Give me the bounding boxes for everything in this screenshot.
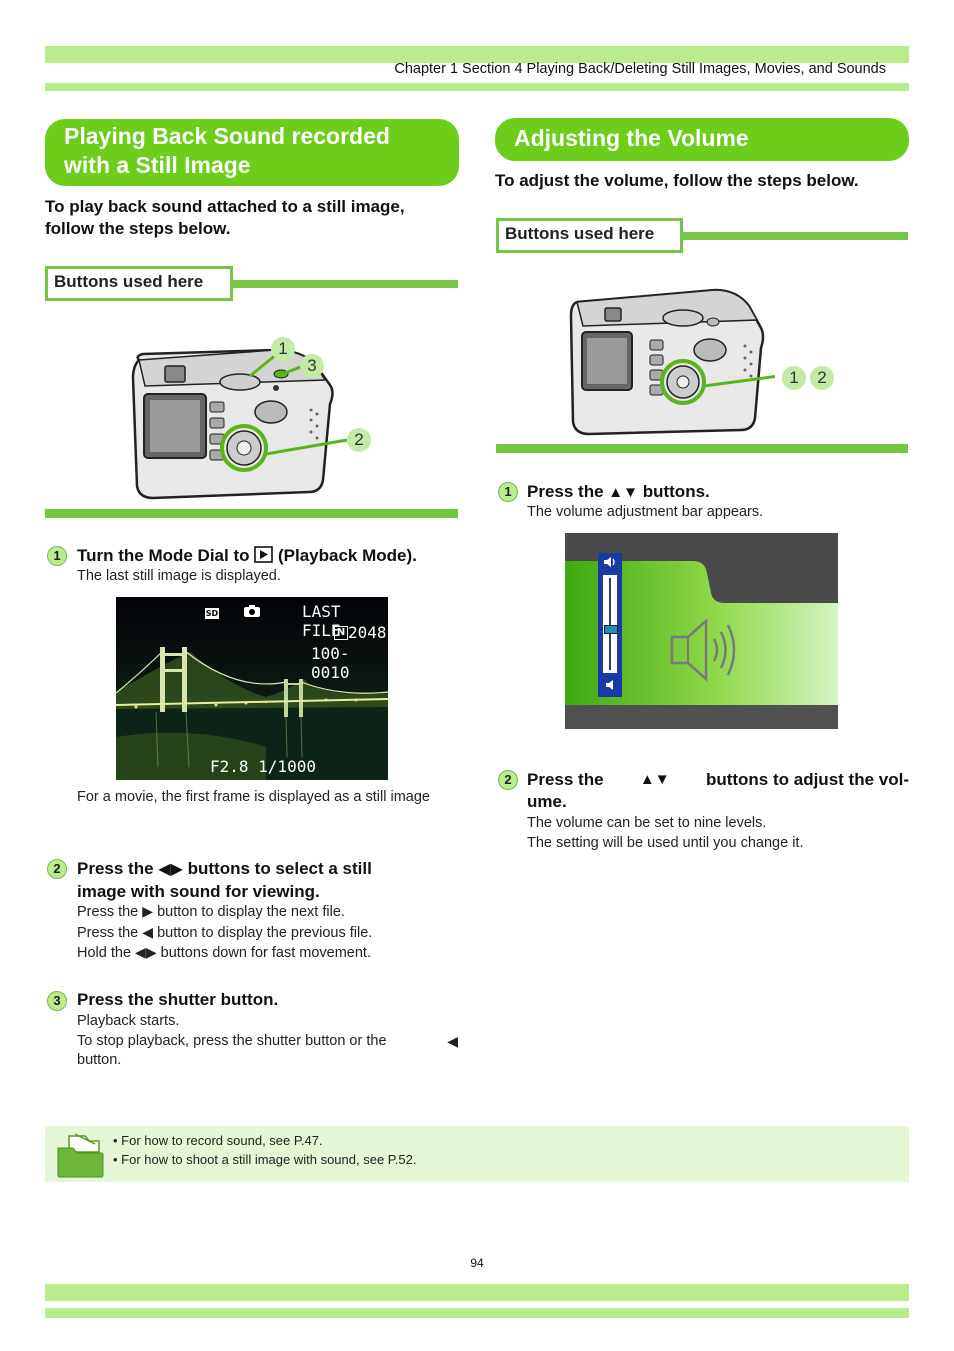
separator-rule (496, 444, 908, 453)
chapter-title: Chapter 1 Section 4 Playing Back/Deletin… (394, 61, 886, 77)
step-number: 3 (47, 991, 67, 1011)
text: To stop playback, press the shutter butt… (77, 1032, 437, 1052)
file-number: 100-0010 (311, 644, 350, 682)
volume-line (609, 578, 611, 670)
step-number: 2 (47, 859, 67, 879)
heading-line: Playing Back Sound recorded (64, 123, 390, 149)
footer-band-top (45, 1284, 909, 1301)
callout-number: 2 (347, 428, 371, 452)
quality-icon: N (334, 626, 348, 640)
step-title-text: buttons to adjust the vol- (705, 770, 909, 789)
text: The volume can be set to nine levels. (527, 815, 767, 831)
intro-line: To play back sound attached to a still i… (45, 197, 405, 216)
playback-mode-icon (254, 546, 274, 563)
camera-illustration (131, 348, 348, 500)
step-title-text: buttons. (642, 482, 710, 501)
text: buttons down for fast movement. (160, 945, 371, 961)
note-line: • For how to shoot a still image with so… (113, 1152, 417, 1167)
movie-note: For a movie, the first frame is displaye… (77, 789, 430, 805)
heading-line: with a Still Image (64, 152, 251, 178)
step-title-text: Press the (527, 482, 604, 501)
intro-line: follow the steps below. (45, 219, 231, 238)
step-title-text: Press the (527, 770, 604, 789)
left-arrow-icon: ◀ (142, 923, 154, 940)
speaker-low-icon (606, 680, 613, 690)
step-title-text: buttons to select a still (187, 859, 372, 878)
step-title: Press the ▲▼ buttons. (527, 481, 710, 504)
volume-slider-thumb[interactable] (604, 625, 618, 634)
camera-illustration (569, 288, 775, 436)
step-number: 2 (498, 770, 518, 790)
buttons-used-label: Buttons used here (45, 266, 233, 301)
volume-screen (565, 533, 838, 729)
text: The setting will be used until you chang… (527, 834, 804, 851)
section-heading-adjust-volume: Adjusting the Volume (495, 118, 909, 161)
step-title-text: image with sound for viewing. (77, 882, 320, 901)
sd-icon: SD (205, 608, 219, 619)
text: Press the (77, 904, 139, 920)
header-band-bottom (45, 83, 909, 91)
step-title: Turn the Mode Dial to (Playback Mode). (77, 545, 417, 567)
step-title: Press the ◀▶ buttons to select a still i… (77, 858, 458, 903)
step-title-text: (Playback Mode). (277, 546, 417, 565)
right-arrow-icon: ▶ (142, 903, 154, 919)
callout-number: 1 (782, 366, 806, 390)
buttons-used-label: Buttons used here (496, 218, 683, 253)
step-title: Press the shutter button. (77, 990, 279, 1009)
footer-band-bottom (45, 1308, 909, 1318)
left-arrow-icon: ◀ (447, 1032, 458, 1049)
step-number: 1 (498, 482, 518, 502)
left-right-arrows-icon: ◀▶ (135, 944, 157, 960)
section-heading-playback-sound: Playing Back Sound recorded with a Still… (45, 119, 459, 186)
folder-note-icon (57, 1133, 104, 1178)
step-text: The last still image is displayed. (77, 568, 281, 584)
step-title-text: Turn the Mode Dial to (77, 546, 250, 565)
intro-text: To adjust the volume, follow the steps b… (495, 171, 859, 190)
image-count: 2048 (348, 623, 387, 642)
note-line: • For how to record sound, see P.47. (113, 1133, 323, 1148)
step-title-text: Press the (77, 859, 154, 878)
buttons-rule (682, 232, 908, 240)
text: Press the (77, 924, 139, 941)
step-title-text: ume. (527, 792, 567, 811)
note-box (45, 1126, 909, 1182)
text: button. (77, 1052, 122, 1068)
step-text: The volume adjustment bar appears. (527, 504, 764, 520)
callout-number: 1 (271, 337, 295, 361)
header-band-top (45, 46, 909, 63)
page-number: 94 (470, 1256, 484, 1270)
left-right-arrows-icon: ◀▶ (158, 861, 183, 878)
step-text: The volume can be set to nine levels. Th… (527, 814, 803, 853)
text: button to display the next file. (157, 904, 345, 920)
camera-mode-icon (244, 605, 260, 617)
volume-bar[interactable] (598, 553, 622, 697)
callout-number: 3 (300, 354, 324, 378)
up-down-arrows-icon: ▲▼ (608, 484, 638, 501)
large-speaker-icon (670, 618, 736, 682)
speaker-icon (604, 557, 615, 567)
step-text: Playback starts. To stop playback, press… (77, 1012, 458, 1071)
up-down-arrows-icon: ▲▼ (639, 771, 670, 788)
exposure-readout: F2.8 1/1000 (210, 757, 316, 776)
step-text: Press the ▶ button to display the next f… (77, 902, 458, 964)
text: To stop playback, press the shutter butt… (77, 1032, 387, 1049)
step-title: Press the ▲▼ buttons to adjust the vol- … (527, 769, 909, 813)
playback-screen: SD LAST FILE N 2048 100-0010 F2.8 1/1000 (116, 597, 388, 780)
separator-rule (45, 509, 458, 518)
bridge-photo (116, 597, 388, 780)
text: button to display the previous file. (157, 924, 373, 941)
buttons-rule (232, 280, 458, 288)
callout-number: 2 (810, 366, 834, 390)
last-file-label: LAST FILE (302, 602, 341, 640)
intro-text: To play back sound attached to a still i… (45, 196, 459, 240)
step-number: 1 (47, 546, 67, 566)
text: Playback starts. (77, 1013, 180, 1029)
text: Hold the (77, 945, 132, 961)
